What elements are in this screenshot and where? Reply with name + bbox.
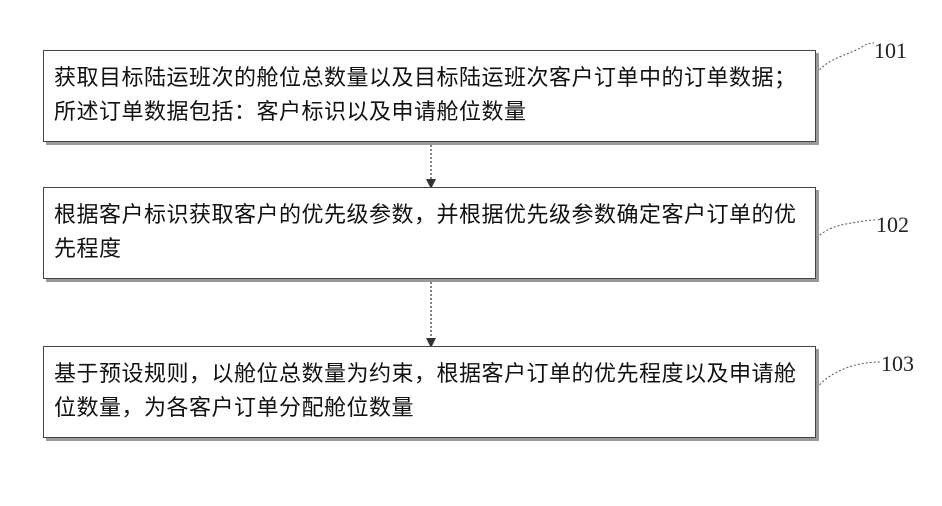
leader-line-101 — [817, 43, 874, 73]
step-text-102: 根据客户标识获取客户的优先级参数，并根据优先级参数确定客户订单的优先程度 — [44, 199, 815, 267]
leader-line-103 — [817, 362, 880, 388]
leader-line-102 — [817, 220, 875, 238]
step-box-102: 根据客户标识获取客户的优先级参数，并根据优先级参数确定客户订单的优先程度 — [43, 187, 816, 279]
step-number-102: 102 — [876, 212, 909, 238]
step-number-101: 101 — [874, 38, 907, 64]
step-box-103: 基于预设规则，以舱位总数量为约束，根据客户订单的优先程度以及申请舱位数量，为各客… — [43, 346, 816, 438]
step-number-103: 103 — [881, 351, 914, 377]
step-text-101: 获取目标陆运班次的舱位总数量以及目标陆运班次客户订单中的订单数据；所述订单数据包… — [44, 62, 815, 130]
step-text-103: 基于预设规则，以舱位总数量为约束，根据客户订单的优先程度以及申请舱位数量，为各客… — [44, 358, 815, 426]
step-box-101: 获取目标陆运班次的舱位总数量以及目标陆运班次客户订单中的订单数据；所述订单数据包… — [43, 50, 816, 142]
